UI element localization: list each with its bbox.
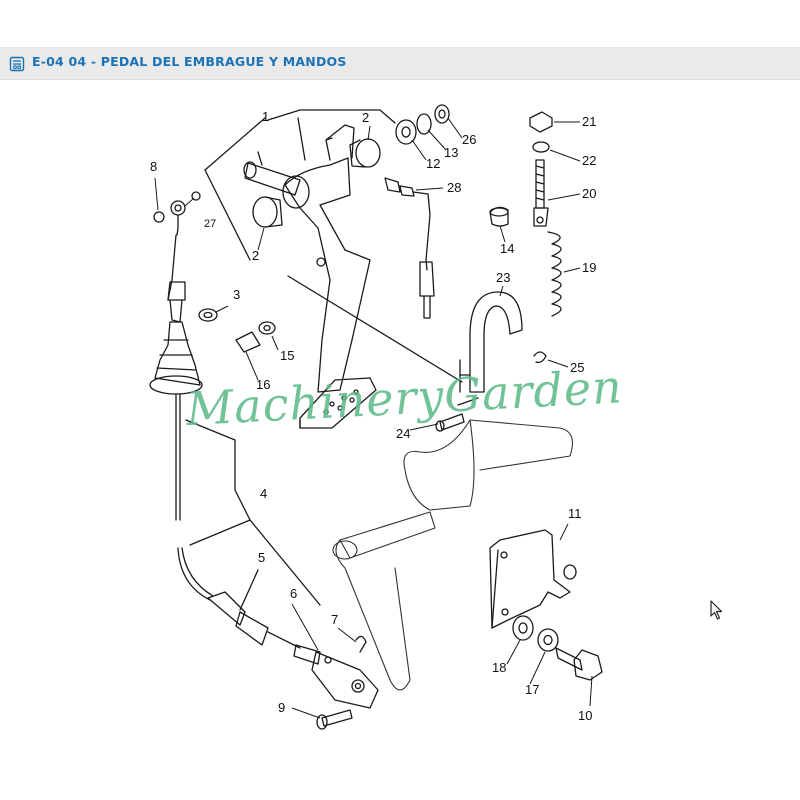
callout-15: 15: [280, 348, 294, 363]
callout-3: 3: [233, 287, 240, 302]
callout-27: 27: [204, 218, 216, 230]
callout-22: 22: [582, 153, 596, 168]
page-title: E-04 04 - PEDAL DEL EMBRAGUE Y MANDOS: [32, 54, 347, 69]
callout-20: 20: [582, 186, 596, 201]
callout-2-left: 2: [252, 248, 259, 263]
callout-8: 8: [150, 159, 157, 174]
section-header: E-04 04 - PEDAL DEL EMBRAGUE Y MANDOS: [0, 47, 800, 80]
callout-16: 16: [256, 377, 270, 392]
callout-10: 10: [578, 708, 592, 723]
callout-2-top: 2: [362, 110, 369, 125]
callout-28: 28: [447, 180, 461, 195]
callout-12: 12: [426, 156, 440, 171]
callout-labels: 1 2 2 3 4 5 6 7 8 9 10 11 12 13 14 15 16…: [150, 109, 596, 723]
callout-7: 7: [331, 612, 338, 627]
callout-14: 14: [500, 241, 514, 256]
callout-17: 17: [525, 682, 539, 697]
watermark-text: MachineryGarden: [184, 359, 624, 436]
callout-19: 19: [582, 260, 596, 275]
callout-leaders: [154, 117, 593, 719]
callout-11: 11: [568, 506, 582, 521]
callout-5: 5: [258, 550, 265, 565]
callout-4: 4: [260, 486, 267, 501]
callout-23: 23: [496, 270, 510, 285]
diagram-drawing: [149, 104, 603, 730]
callout-26: 26: [462, 132, 476, 147]
mouse-pointer-icon: [710, 600, 723, 620]
callout-24: 24: [396, 426, 410, 441]
callout-18: 18: [492, 660, 506, 675]
callout-21: 21: [582, 114, 596, 129]
callout-13: 13: [444, 145, 458, 160]
parts-diagram: 1 2 2 3 4 5 6 7 8 9 10 11 12 13 14 15 16…: [149, 104, 624, 730]
callout-6: 6: [290, 586, 297, 601]
callout-9: 9: [278, 700, 285, 715]
callout-1: 1: [262, 109, 269, 124]
callout-25: 25: [570, 360, 584, 375]
document-list-icon: [9, 56, 25, 72]
